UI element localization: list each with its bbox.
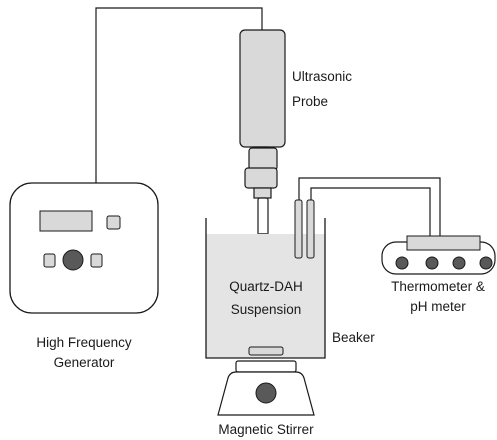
beaker-label: Beaker <box>332 330 375 345</box>
suspension-liquid <box>206 234 325 358</box>
stirrer-label: Magnetic Stirrer <box>218 422 314 437</box>
beaker <box>205 218 326 359</box>
meter-knob-2 <box>425 256 439 270</box>
generator-knob <box>62 249 84 271</box>
probe-collar <box>253 187 272 199</box>
probe-body <box>239 29 286 148</box>
electrode-meter-cables <box>298 177 441 242</box>
suspension-label-line2: Suspension <box>231 302 302 317</box>
electrodes <box>294 199 315 259</box>
generator-left-button <box>43 253 56 268</box>
probe-coupling-lower <box>244 167 278 189</box>
ph-probe <box>306 199 315 259</box>
meter-label-line2: pH meter <box>410 299 466 314</box>
stirrer-knob <box>255 382 277 404</box>
magnetic-stirrer <box>217 360 315 416</box>
generator-right-button <box>90 253 103 268</box>
meter-label-line1: Thermometer & <box>391 279 485 294</box>
generator-small-button <box>106 215 121 230</box>
thermometer-ph-meter <box>381 235 496 275</box>
generator-display <box>39 210 93 232</box>
high-frequency-generator <box>9 182 159 314</box>
meter-display <box>406 235 481 251</box>
thermometer-probe <box>294 199 303 259</box>
meter-knob-1 <box>395 256 409 270</box>
meter-knob-3 <box>452 256 466 270</box>
meter-knob-4 <box>479 256 493 270</box>
generator-label-line2: Generator <box>54 355 115 370</box>
probe-label-line2: Probe <box>292 94 328 109</box>
stirrer-top-plate <box>235 360 297 373</box>
generator-label-line1: High Frequency <box>36 335 132 350</box>
probe-label-line1: Ultrasonic <box>292 69 352 84</box>
probe-coupling-upper <box>248 147 278 171</box>
stir-bar <box>248 346 284 356</box>
beaker-wall <box>205 218 326 359</box>
ultrasonic-probe <box>239 29 286 244</box>
generator-probe-cable <box>95 7 263 184</box>
suspension-label-line1: Quartz-DAH <box>229 279 303 294</box>
